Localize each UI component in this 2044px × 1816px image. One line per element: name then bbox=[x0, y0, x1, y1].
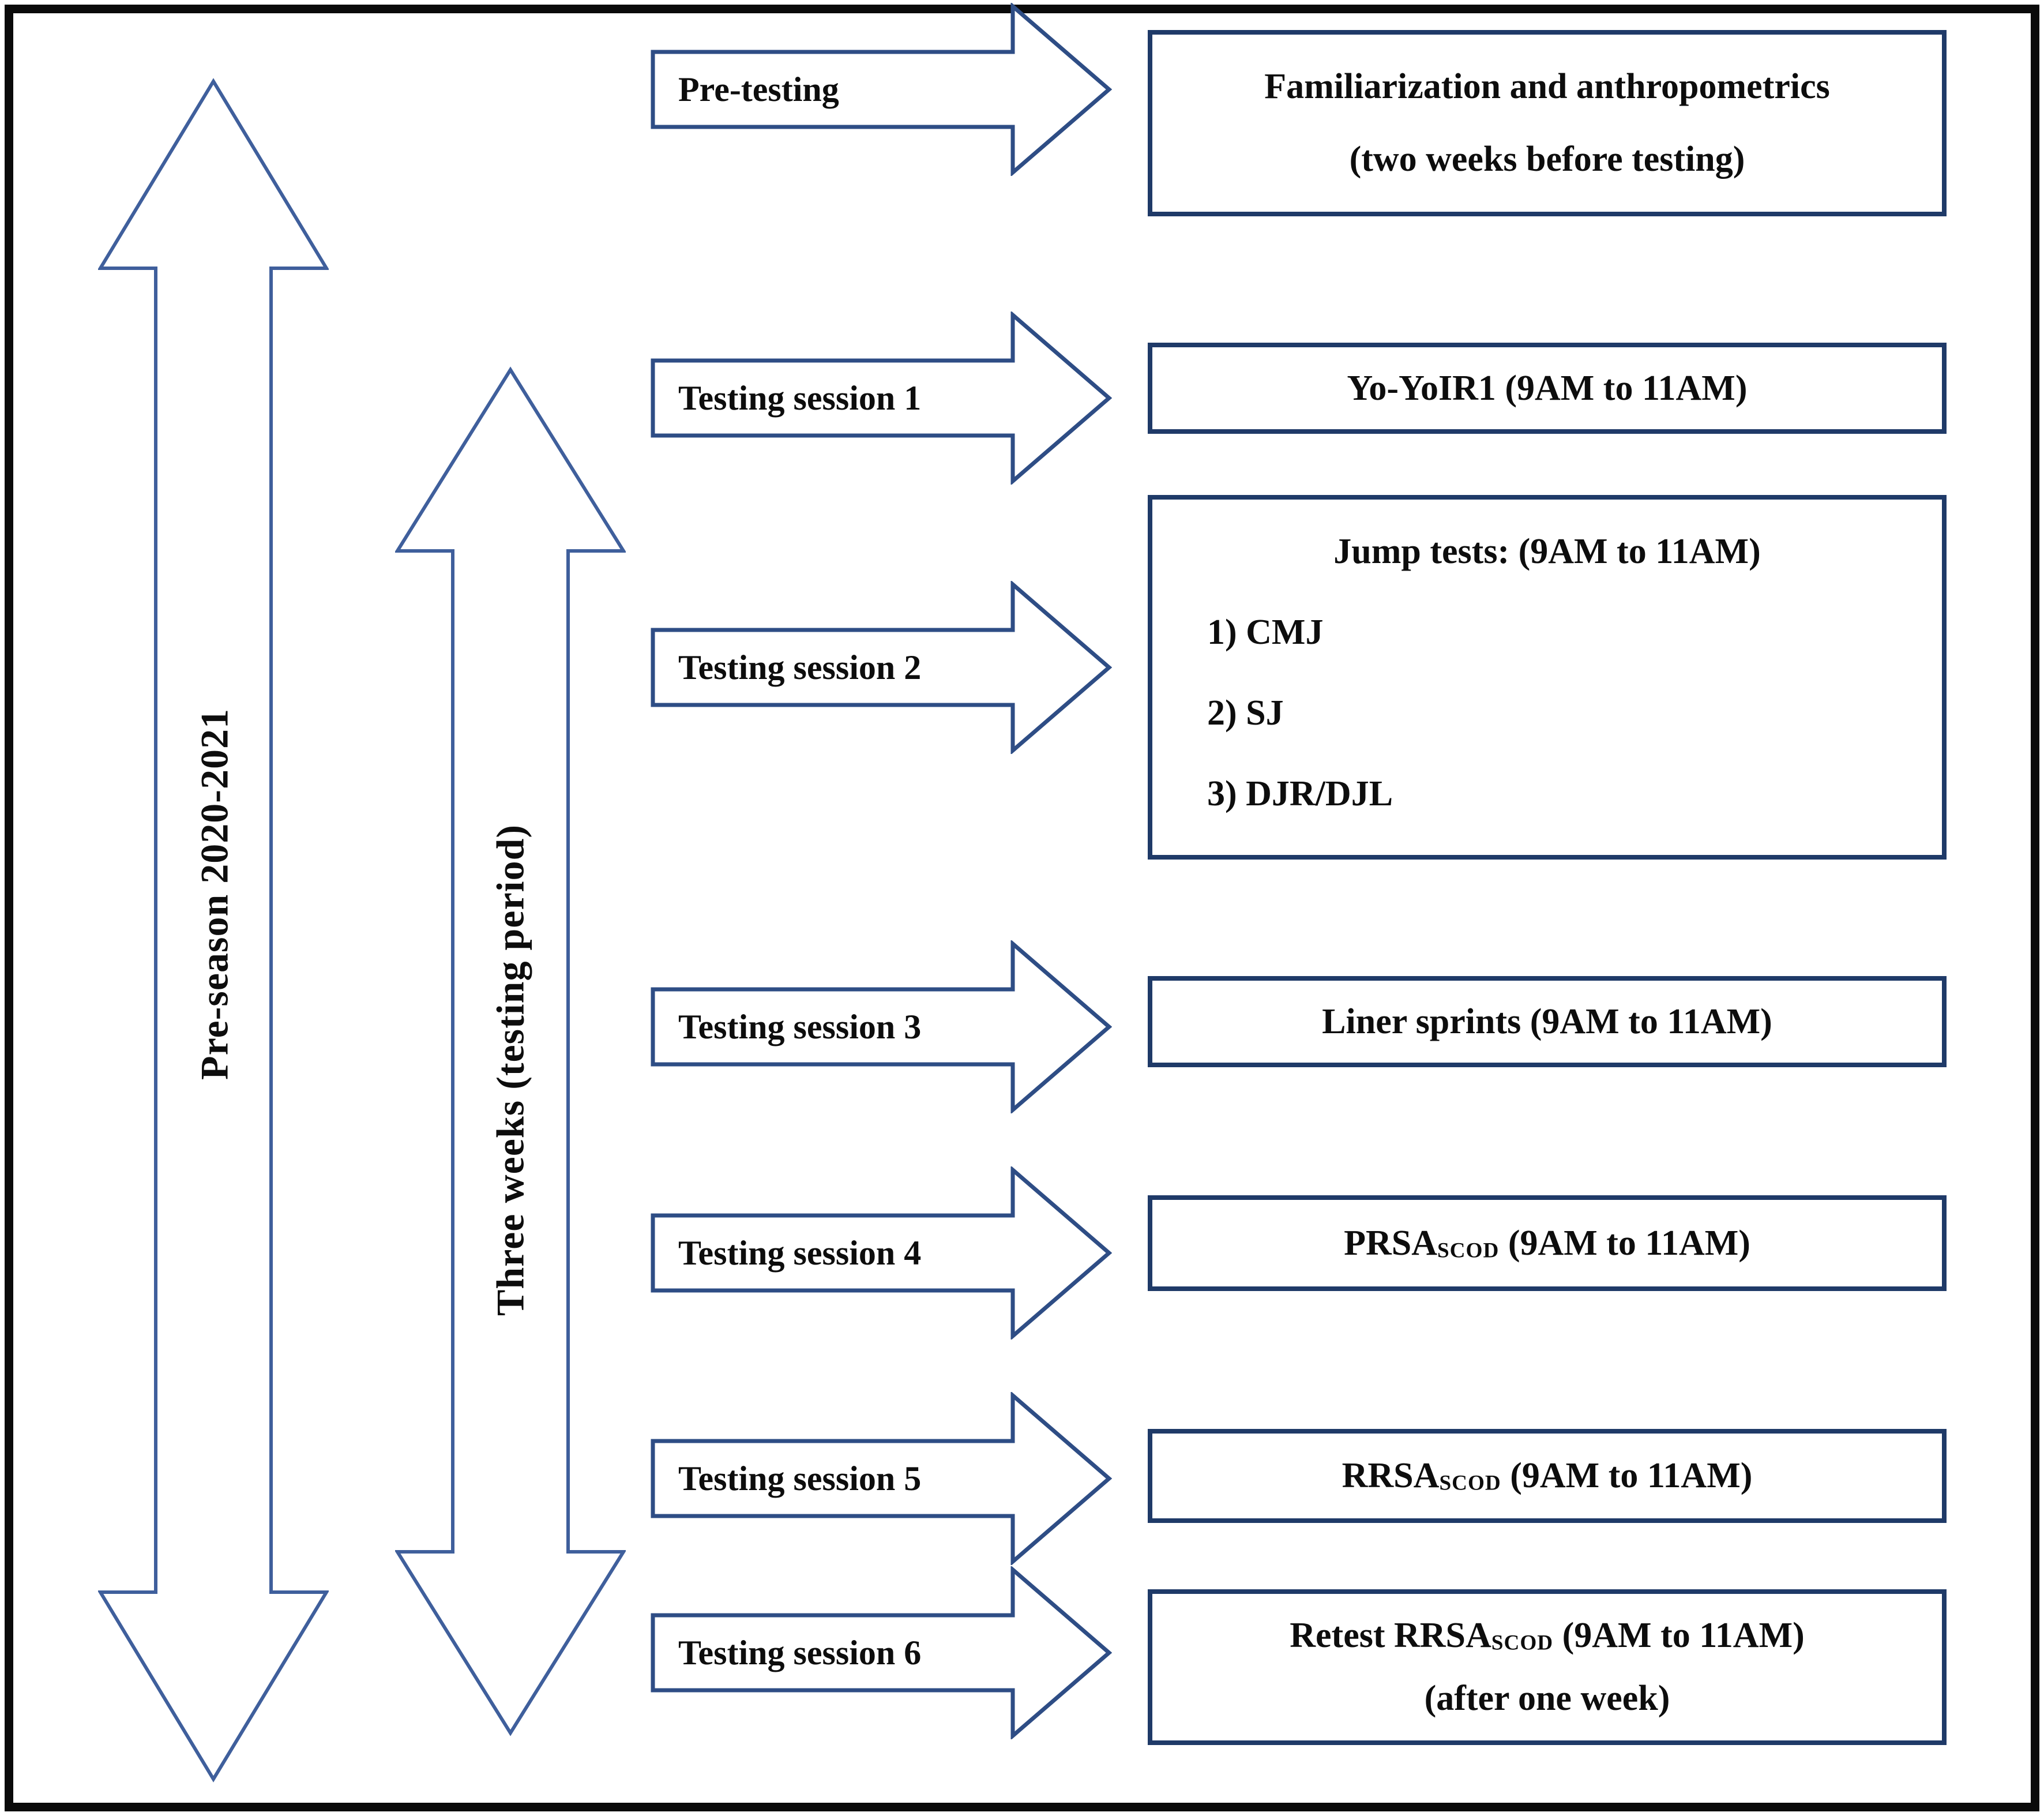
block-arrow-right-icon bbox=[651, 1392, 1112, 1565]
jump-test-item: 2) SJ bbox=[1207, 693, 1284, 733]
session-arrow-label: Testing session 5 bbox=[678, 1459, 922, 1498]
block-arrow-right-icon bbox=[651, 1566, 1112, 1739]
block-arrow-right-icon bbox=[651, 312, 1112, 485]
block-arrow-right-icon bbox=[651, 581, 1112, 754]
test-name-subscript: SCOD bbox=[1437, 1238, 1500, 1262]
box-text-line: (two weeks before testing) bbox=[1349, 140, 1745, 179]
box-prsa-test: PRSASCOD (9AM to 11AM) bbox=[1148, 1195, 1947, 1291]
jump-tests-title: Jump tests: (9AM to 11AM) bbox=[1333, 532, 1761, 571]
block-arrow-right-icon bbox=[651, 3, 1112, 176]
session-arrow-label: Testing session 6 bbox=[678, 1633, 922, 1672]
session-arrow-4: Testing session 4 bbox=[651, 1166, 1112, 1340]
test-name-subscript: SCOD bbox=[1439, 1471, 1501, 1495]
box-yoyo-test: Yo-YoIR1 (9AM to 11AM) bbox=[1148, 343, 1947, 434]
session-arrow-label: Testing session 1 bbox=[678, 378, 922, 417]
preseason-timeline-arrow bbox=[98, 78, 329, 1783]
test-time-suffix: (9AM to 11AM) bbox=[1553, 1616, 1805, 1656]
preseason-timeline-label: Pre-season 2020-2021 bbox=[192, 708, 236, 1080]
session-arrow-3: Testing session 3 bbox=[651, 940, 1112, 1113]
session-arrow-label: Pre-testing bbox=[678, 70, 839, 108]
test-name-prefix: PRSA bbox=[1344, 1223, 1437, 1263]
box-text-line: Familiarization and anthropometrics bbox=[1264, 67, 1830, 106]
box-rrsa-test: RRSASCOD (9AM to 11AM) bbox=[1148, 1429, 1947, 1523]
jump-test-item: 1) CMJ bbox=[1207, 613, 1324, 652]
testing-period-arrow bbox=[395, 366, 626, 1736]
session-arrow-1: Testing session 1 bbox=[651, 312, 1112, 485]
block-arrow-right-icon bbox=[651, 1166, 1112, 1340]
test-time-suffix: (9AM to 11AM) bbox=[1499, 1223, 1750, 1263]
box-linear-sprints: Liner sprints (9AM to 11AM) bbox=[1148, 976, 1947, 1067]
session-arrow-label: Testing session 2 bbox=[678, 648, 922, 686]
box-text-line: RRSASCOD (9AM to 11AM) bbox=[1342, 1455, 1753, 1496]
session-arrow-label: Testing session 3 bbox=[678, 1007, 922, 1046]
session-arrow-label: Testing session 4 bbox=[678, 1233, 922, 1272]
test-name-subscript: SCOD bbox=[1491, 1631, 1554, 1655]
session-arrow-2: Testing session 2 bbox=[651, 581, 1112, 754]
box-text-line: Retest RRSASCOD (9AM to 11AM) bbox=[1290, 1615, 1804, 1656]
box-jump-tests: Jump tests: (9AM to 11AM) 1) CMJ 2) SJ 3… bbox=[1148, 495, 1947, 860]
box-retest-rrsa: Retest RRSASCOD (9AM to 11AM) (after one… bbox=[1148, 1589, 1947, 1745]
box-text-line: Yo-YoIR1 (9AM to 11AM) bbox=[1347, 368, 1748, 408]
test-name-prefix: RRSA bbox=[1342, 1456, 1440, 1495]
jump-test-item: 3) DJR/DJL bbox=[1207, 774, 1393, 813]
box-text-line: (after one week) bbox=[1424, 1678, 1670, 1718]
box-text-line: Liner sprints (9AM to 11AM) bbox=[1322, 1001, 1772, 1041]
session-arrow-6: Testing session 6 bbox=[651, 1566, 1112, 1739]
double-arrow-vertical-icon bbox=[395, 366, 626, 1736]
block-arrow-right-icon bbox=[651, 940, 1112, 1113]
box-familiarization: Familiarization and anthropometrics (two… bbox=[1148, 30, 1947, 216]
double-arrow-vertical-icon bbox=[98, 78, 329, 1783]
test-time-suffix: (9AM to 11AM) bbox=[1501, 1456, 1753, 1495]
box-text-line: PRSASCOD (9AM to 11AM) bbox=[1344, 1223, 1750, 1264]
session-arrow-5: Testing session 5 bbox=[651, 1392, 1112, 1565]
session-arrow-pretesting: Pre-testing bbox=[651, 3, 1112, 176]
test-name-prefix: Retest RRSA bbox=[1290, 1616, 1491, 1656]
testing-period-label: Three weeks (testing period) bbox=[488, 824, 532, 1316]
